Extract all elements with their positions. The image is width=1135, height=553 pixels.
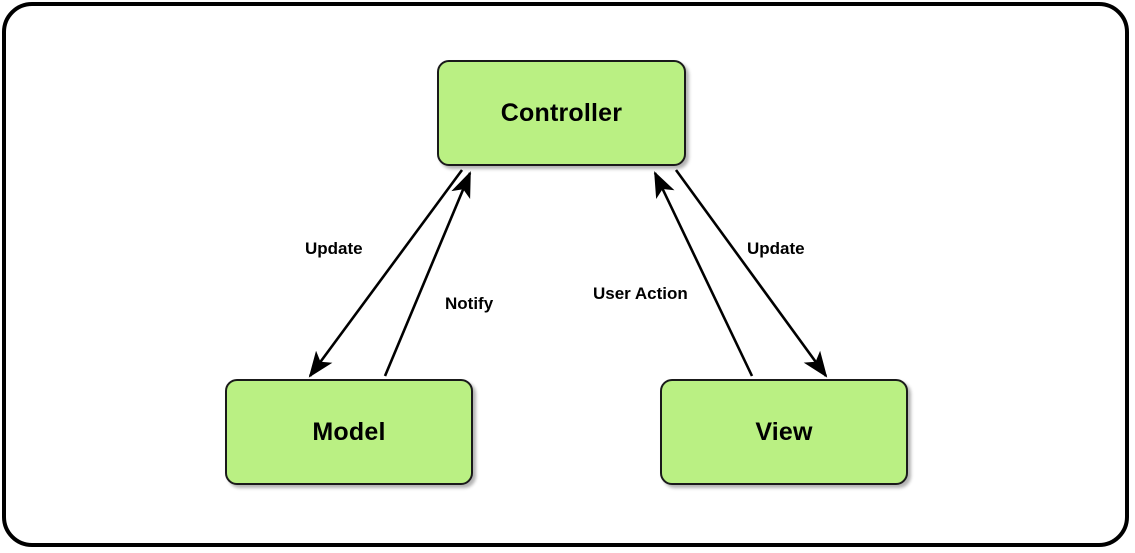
node-model-label: Model	[312, 417, 386, 446]
edge-label-view-to-controller: User Action	[591, 283, 690, 305]
node-model[interactable]: Model	[225, 379, 473, 485]
node-view-label: View	[755, 417, 813, 446]
edge-controller-to-model	[308, 169, 464, 378]
node-controller[interactable]: Controller	[437, 60, 686, 166]
node-view[interactable]: View	[660, 379, 908, 485]
edge-model-to-controller	[383, 171, 472, 377]
edge-label-controller-to-view: Update	[745, 238, 807, 260]
edge-controller-to-view	[674, 169, 828, 378]
edge-label-model-to-controller: Notify	[443, 293, 496, 315]
edge-view-to-controller	[653, 171, 754, 377]
edge-label-controller-to-model: Update	[303, 238, 365, 260]
node-controller-label: Controller	[500, 98, 623, 127]
